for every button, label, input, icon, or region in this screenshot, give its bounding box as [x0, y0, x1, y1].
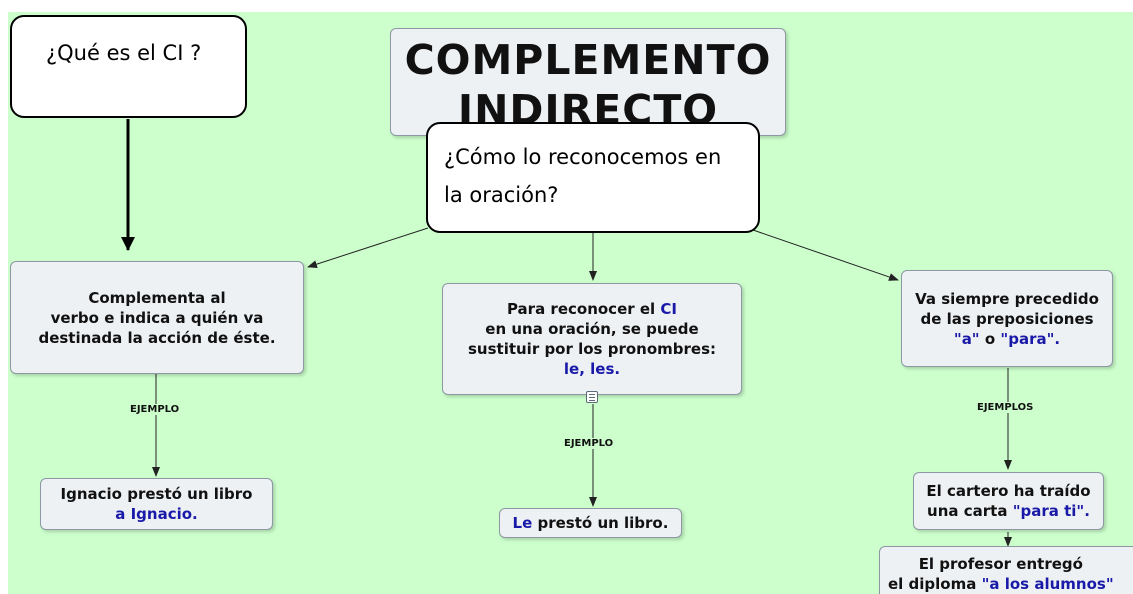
definition-line-1: Complementa al: [88, 288, 226, 307]
right-example-1-node[interactable]: El cartero ha traído una carta "para ti"…: [913, 472, 1104, 530]
link-label-right: EJEMPLOS: [975, 402, 1036, 413]
definition-line-3: destinada la acción de éste.: [38, 328, 276, 347]
recognition-line-1-text: Para reconocer el: [506, 300, 661, 318]
prepositions-node[interactable]: Va siempre precedido de las preposicione…: [901, 270, 1113, 367]
arrow-center-to-left: [307, 227, 429, 269]
preposition-para: "para".: [1000, 329, 1061, 348]
center-example-node[interactable]: Le prestó un libro.: [499, 508, 682, 538]
link-label-left: EJEMPLO: [128, 404, 182, 415]
left-example-line-2: a Ignacio.: [115, 505, 198, 523]
right-example-2-line-1: El profesor entregó: [918, 555, 1083, 573]
left-example-line-1: Ignacio prestó un libro: [60, 485, 253, 503]
connector-lines: [121, 119, 1012, 547]
definition-line-2: verbo e indica a quién va: [50, 308, 264, 327]
recognition-line-1: Para reconocer el CI: [468, 299, 716, 319]
question-recognize-bubble[interactable]: ¿Cómo lo reconocemos en la oración?: [426, 122, 760, 233]
question-recognize-line-1: ¿Cómo lo reconocemos en: [444, 145, 722, 169]
recognition-node[interactable]: Para reconocer el CI en una oración, se …: [442, 283, 742, 395]
notes-icon[interactable]: [586, 391, 598, 403]
right-example-2-pre: el diploma: [888, 575, 982, 593]
title-line-1: COMPLEMENTO: [404, 36, 772, 84]
recognition-line-3: sustituir por los pronombres:: [467, 340, 716, 358]
concept-map-canvas: COMPLEMENTO INDIRECTO ¿Qué es el CI ? ¿C…: [8, 12, 1133, 594]
right-example-1-line-2: una carta "para ti".: [926, 501, 1090, 521]
left-example-node[interactable]: Ignacio prestó un libro a Ignacio.: [40, 478, 273, 530]
center-example-rest: prestó un libro.: [532, 514, 669, 532]
right-example-2-line-2: el diploma "a los alumnos": [888, 574, 1114, 594]
question-ci-bubble[interactable]: ¿Qué es el CI ?: [10, 15, 247, 118]
title-node[interactable]: COMPLEMENTO INDIRECTO: [390, 28, 786, 136]
pronoun-le: Le: [512, 514, 533, 532]
preposition-or: o: [979, 329, 1001, 348]
preposition-a: "a": [953, 329, 980, 348]
right-example-2-blue: "a los alumnos": [981, 575, 1114, 593]
right-example-1-pre: una carta: [927, 502, 1013, 520]
question-ci-text: ¿Qué es el CI ?: [46, 41, 202, 65]
recognition-line-2: en una oración, se puede: [485, 320, 699, 338]
prepositions-line-3: "a" o "para".: [915, 329, 1099, 349]
right-example-2-node[interactable]: El profesor entregó el diploma "a los al…: [879, 546, 1133, 594]
arrow-center-to-right: [752, 229, 899, 281]
right-example-1-blue: "para ti".: [1012, 502, 1090, 520]
prepositions-line-1: Va siempre precedido: [915, 289, 1099, 308]
link-label-center: EJEMPLO: [562, 438, 616, 449]
question-recognize-line-2: la oración?: [444, 183, 559, 207]
right-example-1-line-1: El cartero ha traído: [926, 482, 1091, 500]
prepositions-line-2: de las preposiciones: [920, 309, 1094, 328]
center-example-text: Le prestó un libro.: [513, 513, 669, 533]
recognition-line-4: le, les.: [563, 360, 621, 378]
definition-node[interactable]: Complementa al verbo e indica a quién va…: [10, 261, 304, 374]
ci-highlight: CI: [660, 300, 677, 318]
